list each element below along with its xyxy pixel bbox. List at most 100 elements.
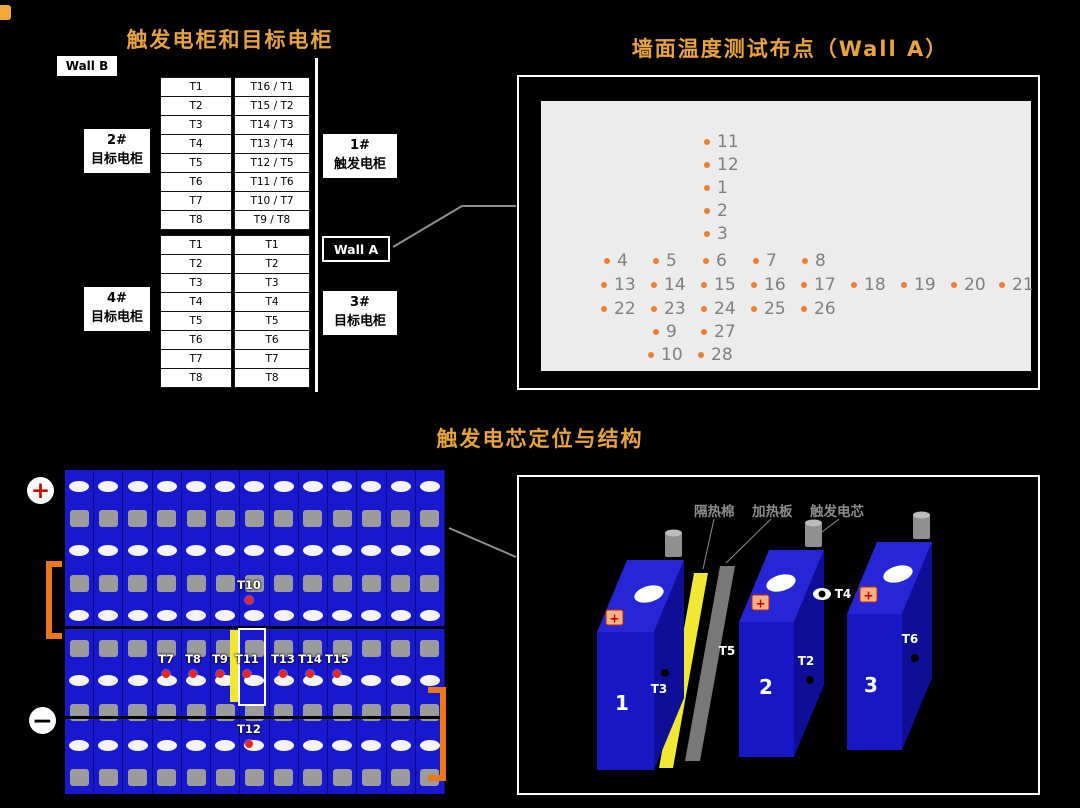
battery-cell — [387, 761, 416, 794]
minus-symbol: − — [32, 706, 53, 735]
battery-cell — [270, 696, 299, 730]
temp-point: 27 — [701, 322, 736, 342]
terminal-pad — [69, 639, 89, 657]
trigger-cell-outline — [238, 628, 266, 706]
wall-b-label: Wall B — [57, 56, 117, 76]
temp-point-number: 14 — [664, 275, 686, 295]
terminal-pad — [244, 510, 264, 528]
cabinet-table-cell: T1 — [160, 77, 232, 97]
temp-point: 12 — [704, 155, 739, 175]
battery-cell — [299, 729, 329, 762]
battery-cell — [123, 761, 153, 794]
battery-cell — [328, 729, 358, 762]
cabinet-2-label: 2# 目标电柜 — [84, 129, 150, 173]
terminal-pad — [215, 510, 235, 528]
temp-point-number: 21 — [1012, 275, 1034, 295]
battery-cell — [65, 502, 95, 535]
battery-cell — [299, 502, 329, 535]
battery-cell — [387, 696, 416, 730]
cabinet-table-cell: T13 / T4 — [234, 134, 310, 154]
battery-cell — [328, 567, 358, 600]
cabinet-3-label: 3# 目标电柜 — [323, 291, 397, 335]
cabinet-table-cell: T3 — [234, 273, 310, 293]
legend-heater: 加热板 — [752, 504, 793, 520]
terminal-pad — [186, 639, 206, 657]
negative-terminal-icon: − — [29, 706, 56, 735]
cabinet-1-label: 1# 触发电柜 — [323, 134, 397, 178]
vent-ellipse-icon — [419, 675, 440, 687]
terminal-pad — [157, 639, 177, 657]
battery-cell — [211, 567, 241, 600]
vent-ellipse-icon — [302, 610, 323, 622]
battery-cell — [270, 664, 299, 697]
battery-cell — [299, 696, 329, 730]
battery-cell — [153, 567, 182, 600]
terminal-pad — [215, 574, 235, 592]
temp-point-number: 9 — [666, 322, 677, 342]
battery-cell — [387, 567, 416, 600]
cabinet-table-cell: T1 — [234, 235, 310, 255]
temp-point-number: 16 — [764, 275, 786, 295]
battery-cell — [153, 696, 182, 730]
temp-point-dot — [801, 306, 807, 312]
wall-a-connector-line — [392, 205, 516, 248]
battery-cell — [94, 599, 124, 632]
battery-cell — [416, 664, 445, 697]
battery-cell — [240, 761, 270, 794]
cabinet-table-cell: T6 — [234, 330, 310, 350]
vent-ellipse-icon — [390, 675, 411, 687]
sensor-dot-t2 — [806, 676, 814, 684]
vent-ellipse-icon — [419, 739, 440, 751]
temp-point-dot — [751, 306, 757, 312]
battery-cell — [357, 567, 387, 600]
battery-cell — [387, 534, 416, 568]
battery-cell — [65, 632, 95, 665]
vent-ellipse-icon — [156, 610, 177, 622]
cabinet-table-cell: T7 — [160, 191, 232, 211]
vent-ellipse-icon — [69, 545, 90, 557]
battery-cell — [387, 502, 416, 535]
temp-point-dot — [751, 282, 757, 288]
temp-point-dot — [801, 282, 807, 288]
sensor-dot-t5 — [729, 669, 737, 677]
battery-cell — [123, 470, 153, 503]
terminal-pad — [98, 510, 118, 528]
vent-ellipse-icon — [361, 675, 382, 687]
temp-point-number: 6 — [716, 251, 727, 271]
temp-point-number: 5 — [666, 251, 677, 271]
battery-cell — [94, 729, 124, 762]
cell3-terminal-cap — [913, 511, 930, 519]
temp-point-dot — [704, 208, 710, 214]
temp-point: 10 — [648, 345, 683, 365]
pack-sensor-label: T8 — [185, 652, 201, 666]
temp-point: 6 — [703, 251, 727, 271]
wall-a-line — [315, 58, 318, 392]
battery-cell — [211, 729, 241, 762]
terminal-pad — [332, 769, 352, 787]
vent-ellipse-icon — [244, 545, 265, 557]
vent-ellipse-icon — [302, 545, 323, 557]
temp-point: 13 — [601, 275, 636, 295]
temp-point: 4 — [604, 251, 628, 271]
temp-point-number: 3 — [717, 224, 728, 244]
battery-cell — [153, 599, 182, 632]
vent-ellipse-icon — [244, 739, 265, 751]
battery-cell — [65, 534, 95, 568]
temp-point-number: 15 — [714, 275, 736, 295]
temp-point: 16 — [751, 275, 786, 295]
battery-cell — [211, 599, 241, 632]
terminal-pad — [274, 639, 294, 657]
temp-point-number: 2 — [717, 201, 728, 221]
temp-point-dot — [704, 162, 710, 168]
legend-insulation: 隔热棉 — [694, 504, 735, 520]
temp-point-number: 28 — [711, 345, 733, 365]
vent-ellipse-icon — [186, 610, 207, 622]
battery-cell — [240, 534, 270, 568]
terminal-pad — [157, 769, 177, 787]
battery-cell — [153, 664, 182, 697]
battery-cell — [94, 567, 124, 600]
battery-cell — [270, 502, 299, 535]
temp-point-number: 7 — [766, 251, 777, 271]
